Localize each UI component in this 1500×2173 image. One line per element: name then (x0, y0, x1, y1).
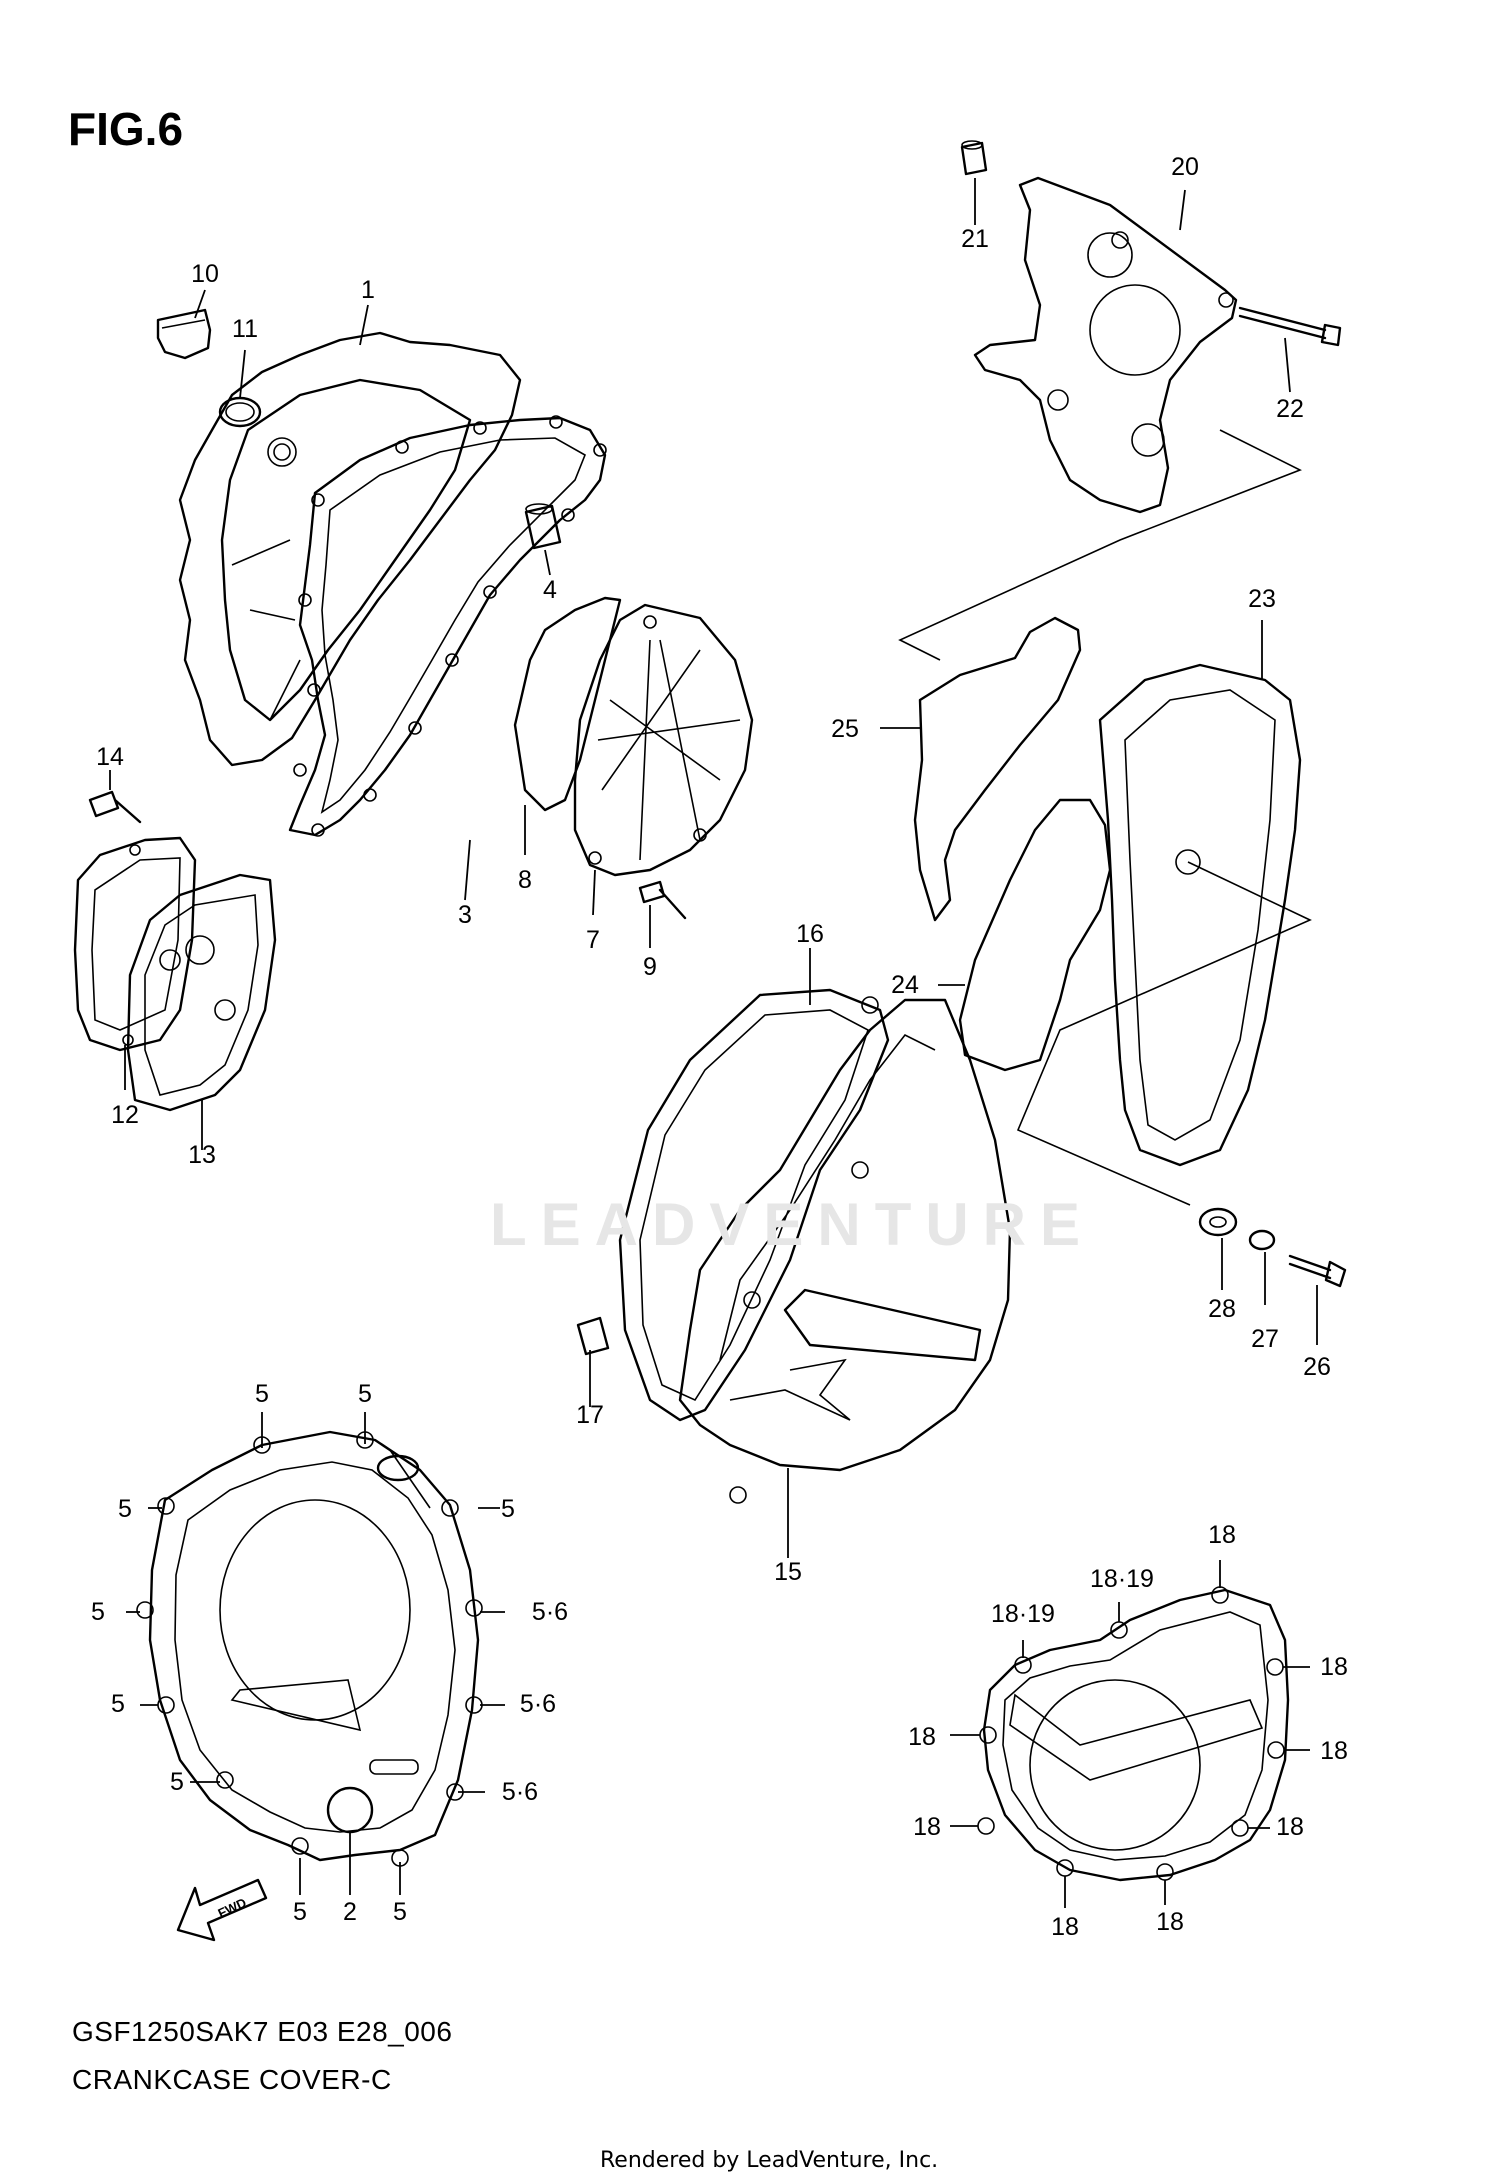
callout-13: 13 (188, 1141, 216, 1169)
outer-clutch-cover-part (136, 1430, 483, 1867)
callout-8: 8 (518, 866, 532, 894)
callout-5: 5 (393, 1898, 407, 1926)
callout-16: 16 (796, 920, 824, 948)
callout-27: 27 (1251, 1325, 1279, 1353)
collar-27-part (1248, 1229, 1276, 1251)
callout-5-6: 5·6 (531, 1598, 569, 1626)
o-ring-part (218, 396, 262, 428)
callout-20: 20 (1171, 153, 1199, 181)
callout-18: 18 (1320, 1737, 1348, 1765)
watermark: LEADVENTURE (490, 1191, 1095, 1258)
figure-title: FIG.6 (68, 103, 184, 155)
callout-5-6: 5·6 (501, 1778, 539, 1806)
callout-5: 5 (118, 1495, 132, 1523)
callout-24: 24 (891, 971, 919, 999)
callout-7: 7 (586, 926, 600, 954)
callout-2: 2 (343, 1898, 357, 1926)
clutch-cover-part (178, 331, 607, 837)
generator-cover-gasket-part (618, 988, 890, 1422)
callout-18-19: 18·19 (991, 1600, 1055, 1628)
oil-filler-cap-part (156, 308, 212, 360)
callout-12: 12 (111, 1101, 139, 1129)
callout-17: 17 (576, 1401, 604, 1429)
callout-15: 15 (774, 1558, 802, 1586)
callout-14: 14 (96, 743, 124, 771)
dowel-17-part (576, 1316, 610, 1356)
callout-5: 5 (501, 1495, 515, 1523)
callout-18: 18 (1320, 1653, 1348, 1681)
callout-11: 11 (232, 315, 258, 343)
cover-23-part (1016, 663, 1312, 1206)
callout-18: 18 (1208, 1521, 1236, 1549)
small-cover-part (73, 836, 197, 1052)
dowel-pin-part (524, 503, 562, 550)
callout-5: 5 (170, 1768, 184, 1796)
callout-28: 28 (1208, 1295, 1236, 1323)
callout-1: 1 (361, 276, 375, 304)
callout-4: 4 (543, 576, 557, 604)
callout-5: 5 (111, 1690, 125, 1718)
footer-credit: Rendered by LeadVenture, Inc. (600, 2148, 939, 2173)
grommet-28-part (1198, 1207, 1238, 1237)
callout-18: 18 (913, 1813, 941, 1841)
callout-10: 10 (191, 260, 219, 288)
bolt-14-part (88, 790, 142, 824)
callout-22: 22 (1276, 395, 1304, 423)
collar-21-part (960, 140, 988, 176)
callout-25: 25 (831, 715, 859, 743)
model-code: GSF1250SAK7 E03 E28_006 (72, 2016, 453, 2047)
callout-18: 18 (1051, 1913, 1079, 1941)
diagram-caption: CRANKCASE COVER-C (72, 2064, 392, 2095)
small-cover-gasket-part (126, 873, 277, 1112)
callout-9: 9 (643, 953, 657, 981)
callout-18-19: 18·19 (1090, 1565, 1154, 1593)
callout-5: 5 (293, 1898, 307, 1926)
callout-5: 5 (91, 1598, 105, 1626)
assembly-guide-line (898, 429, 1302, 661)
generator-cover-part (678, 996, 1012, 1504)
clutch-inspection-cover-part (513, 596, 754, 877)
callout-26: 26 (1303, 1353, 1331, 1381)
callout-21: 21 (961, 225, 989, 253)
callout-5: 5 (358, 1380, 372, 1408)
callout-18: 18 (908, 1723, 936, 1751)
guard-24-part (958, 798, 1112, 1072)
leader-lines (109, 178, 1318, 1908)
bolt-9-part (638, 880, 687, 920)
bracket-part (973, 176, 1238, 514)
fwd-arrow-icon (176, 1878, 268, 1942)
guard-25-part (913, 616, 1082, 922)
callout-3: 3 (458, 901, 472, 929)
callout-18: 18 (1156, 1908, 1184, 1936)
starter-clutch-cover-part (977, 1586, 1290, 1882)
bolt-26-part (1288, 1254, 1347, 1288)
fwd-label: FWD (216, 1895, 249, 1921)
callout-5-6: 5·6 (519, 1690, 557, 1718)
callout-5: 5 (255, 1380, 269, 1408)
callout-18: 18 (1276, 1813, 1304, 1841)
callout-23: 23 (1248, 585, 1276, 613)
bolt-22-part (1238, 306, 1342, 347)
